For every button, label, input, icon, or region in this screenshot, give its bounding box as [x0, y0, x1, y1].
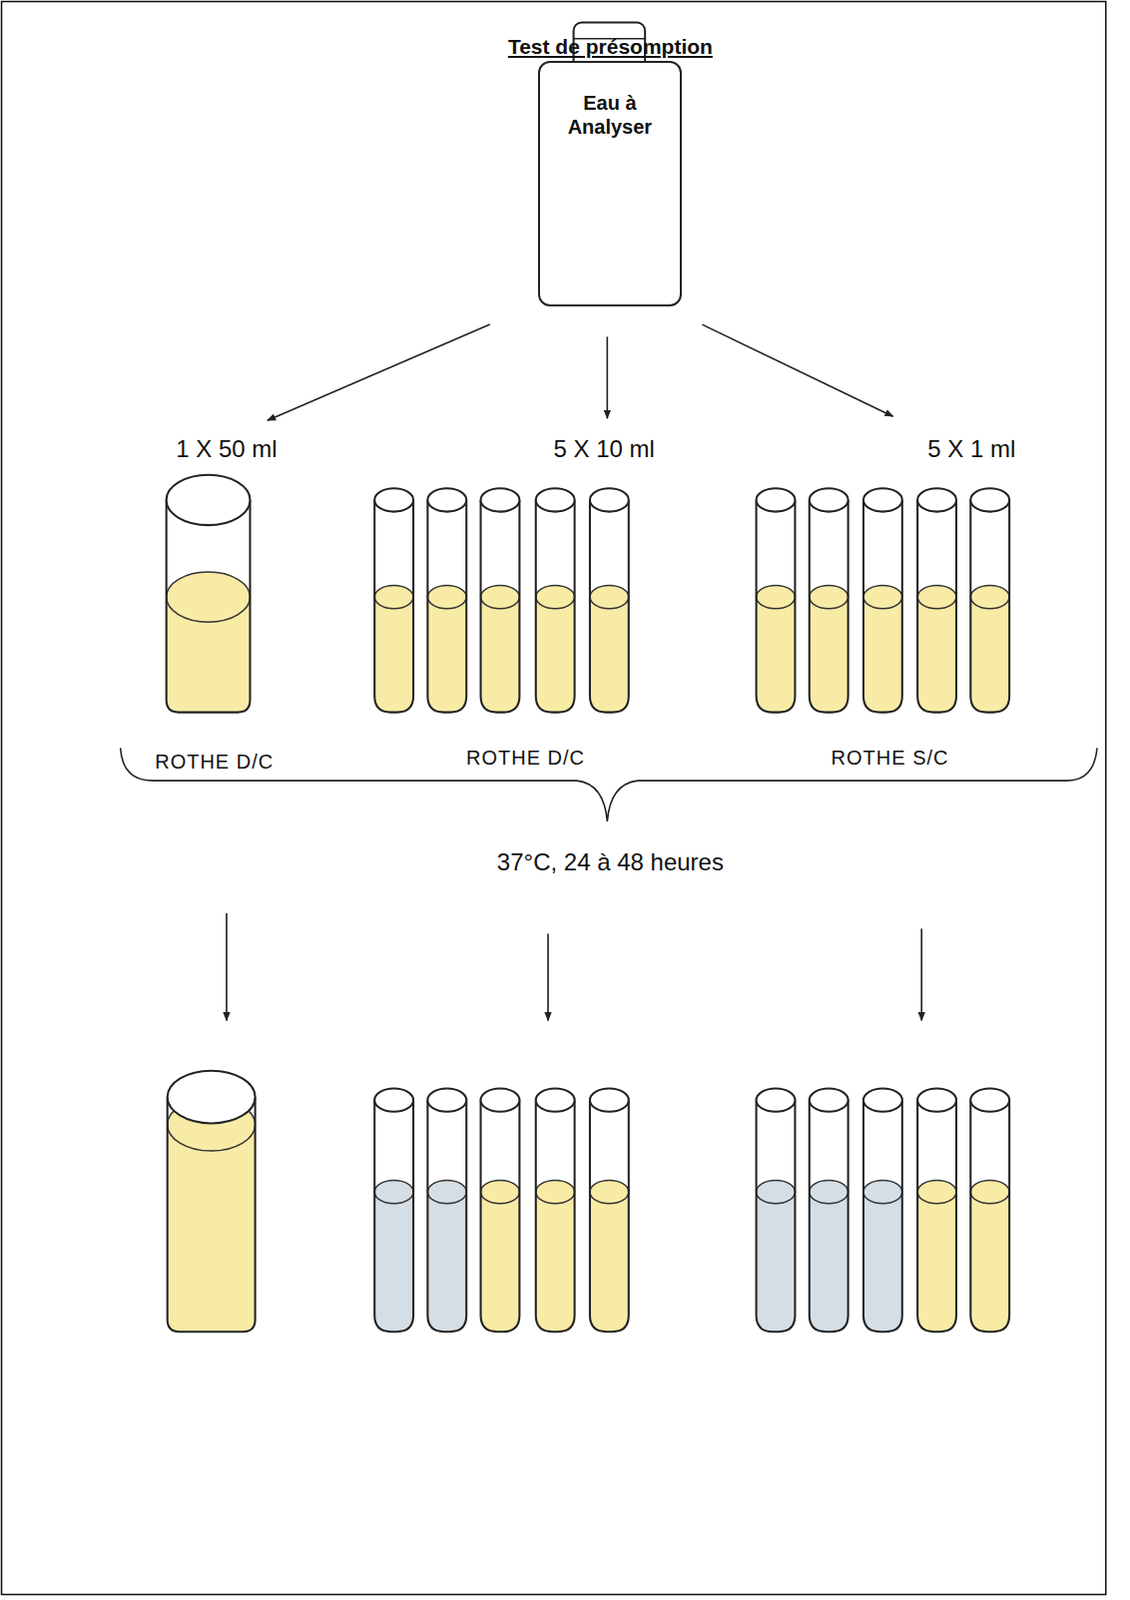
- bottle-label: Eau à Analyser: [540, 62, 680, 145]
- test-tube: [481, 1088, 521, 1332]
- test-tube: [427, 488, 467, 712]
- test-tube: [536, 1088, 575, 1332]
- page-frame: [1, 1, 1107, 1596]
- test-tube: [863, 1088, 903, 1332]
- arrow: [701, 324, 893, 417]
- test-tube: [589, 488, 629, 712]
- medium-label: ROTHE D/C: [154, 749, 274, 773]
- test-tube: [374, 488, 414, 712]
- title: Test de présomption: [508, 34, 713, 59]
- arrow: [225, 913, 228, 1021]
- test-tube: [970, 488, 1010, 712]
- test-tube: [166, 475, 251, 713]
- volume-label: 5 X 10 ml: [554, 435, 655, 464]
- test-tube: [863, 488, 903, 712]
- volume-label: 5 X 1 ml: [927, 435, 1016, 464]
- brace: [120, 747, 1098, 822]
- arrow: [547, 933, 550, 1021]
- test-tube: [374, 1088, 414, 1332]
- test-tube: [167, 1071, 256, 1333]
- test-tube: [427, 1088, 467, 1332]
- test-tube: [970, 1088, 1010, 1332]
- test-tube: [589, 1088, 629, 1332]
- bottle: Eau à Analyser: [538, 60, 682, 306]
- incubation-label: 37°C, 24 à 48 heures: [497, 848, 724, 877]
- arrow: [267, 324, 491, 421]
- test-tube: [809, 488, 849, 712]
- test-tube: [756, 1088, 796, 1332]
- test-tube: [809, 1088, 849, 1332]
- medium-label: ROTHE S/C: [831, 745, 950, 769]
- volume-label: 1 X 50 ml: [175, 435, 277, 464]
- test-tube: [756, 488, 796, 712]
- arrow: [606, 336, 609, 419]
- test-tube: [481, 488, 521, 712]
- test-tube: [917, 1088, 957, 1332]
- test-tube: [917, 488, 957, 712]
- test-tube: [536, 488, 575, 712]
- arrow: [920, 928, 923, 1021]
- medium-label: ROTHE D/C: [466, 745, 585, 769]
